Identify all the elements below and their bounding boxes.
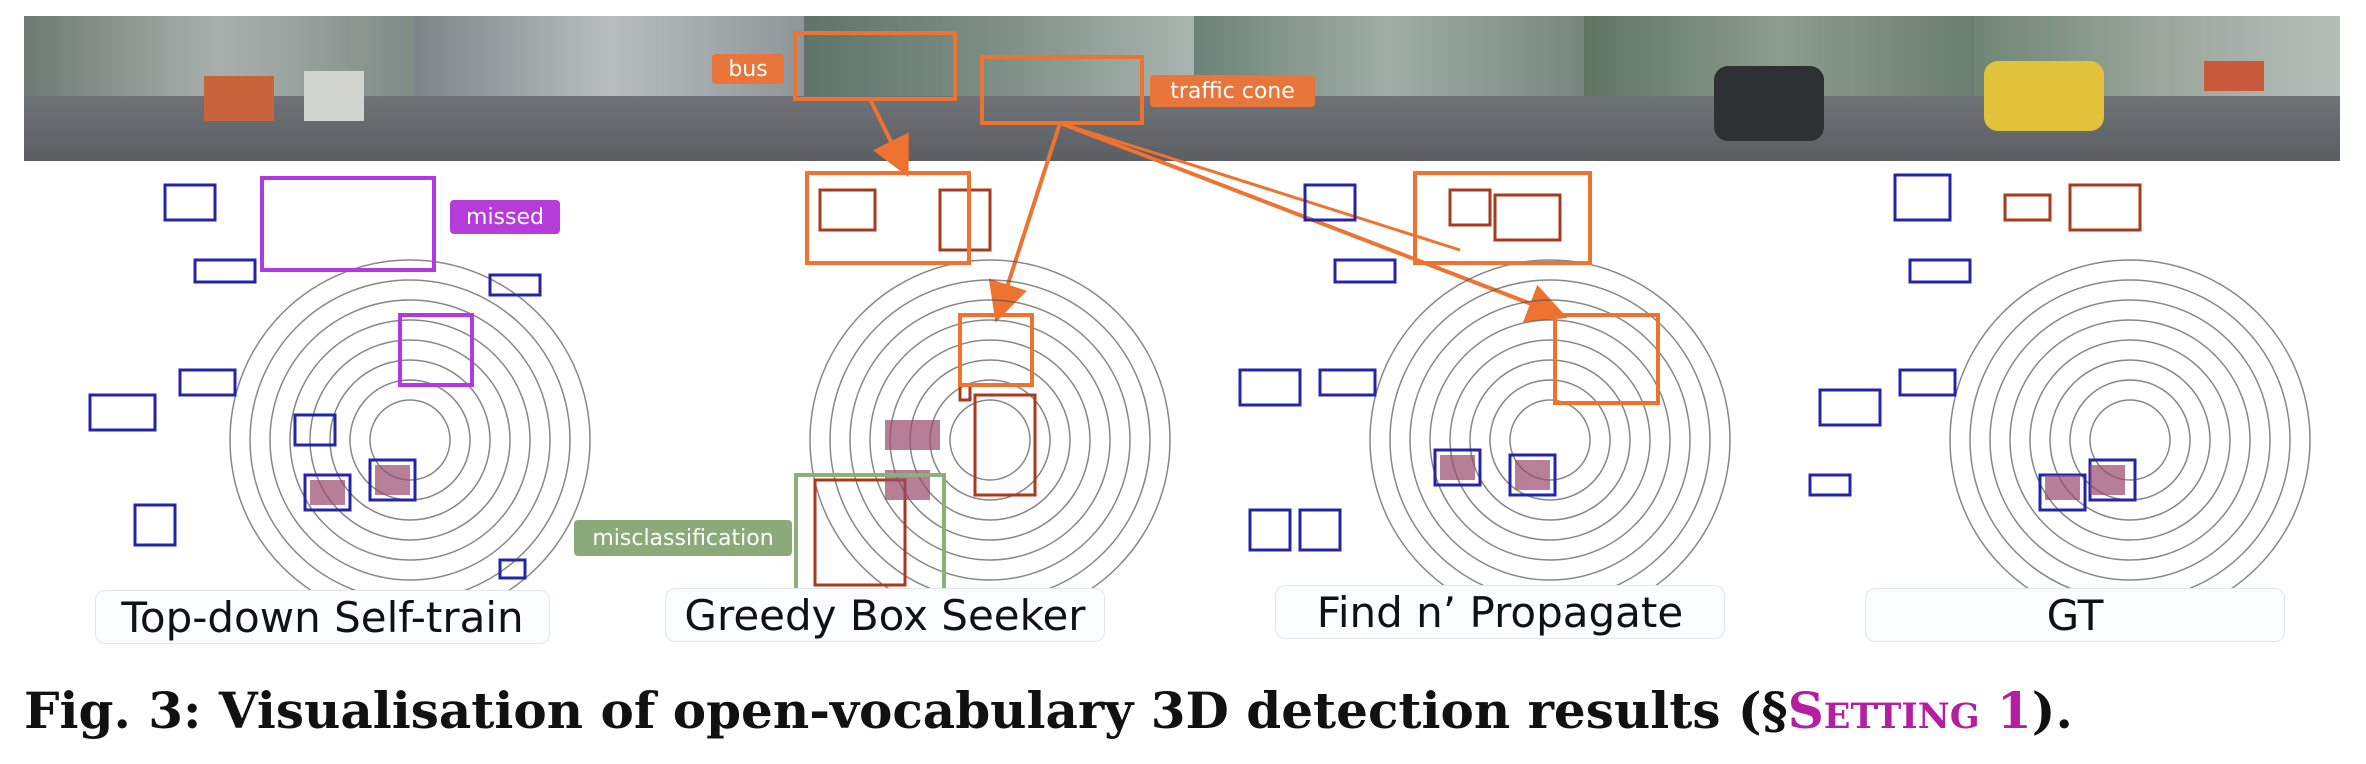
camera-image-strip: [24, 16, 2340, 161]
cone-result-box: [958, 313, 1034, 387]
panel-label: GT: [1865, 588, 2285, 642]
misclassification-tag: misclassification: [574, 520, 792, 556]
bus-arrow-fnp: [1059, 121, 1461, 252]
traffic-cone-highlight-box: [980, 55, 1144, 125]
missed-highlight-box: [260, 176, 436, 272]
bus-tag: bus: [712, 54, 784, 84]
camera-view-front: [414, 16, 804, 161]
caption-suffix: ).: [2031, 680, 2073, 740]
camera-view-back-left: [1974, 16, 2340, 161]
lidar-bev-plot: [1238, 171, 1731, 621]
bus-result-box: [805, 171, 971, 265]
bus-result-box: [1413, 171, 1592, 265]
panel-label: Greedy Box Seeker: [665, 588, 1105, 642]
caption-setting-link[interactable]: Setting 1: [1787, 680, 2032, 740]
figure-caption: Fig. 3: Visualisation of open-vocabulary…: [24, 670, 2344, 750]
lidar-bev-plot: [794, 171, 1171, 621]
panel-gt: GT: [1790, 170, 2350, 650]
lidar-bev-plot: [1808, 173, 2311, 621]
panel-label: Find n’ Propagate: [1275, 585, 1725, 639]
cone-arrow-gbs: [988, 122, 1062, 323]
missed-tag: missed: [450, 200, 560, 234]
traffic-cone-tag: traffic cone: [1150, 75, 1315, 107]
camera-view-front-left: [24, 16, 414, 161]
caption-text: Fig. 3: Visualisation of open-vocabulary…: [24, 680, 1788, 740]
panel-greedy-box-seeker: Greedy Box Seeker: [630, 170, 1190, 650]
panel-top-down-self-train: missed Top-down Self-train: [70, 170, 630, 650]
panel-find-n-propagate: Find n’ Propagate: [1210, 170, 1770, 650]
cone-result-box: [1553, 313, 1660, 405]
panel-label: Top-down Self-train: [95, 590, 550, 644]
lidar-bev-plot: [88, 176, 591, 621]
camera-view-back: [1584, 16, 1974, 161]
bus-highlight-box: [793, 31, 957, 101]
missed-highlight-box-2: [398, 313, 474, 387]
bus-arrow: [868, 98, 909, 178]
